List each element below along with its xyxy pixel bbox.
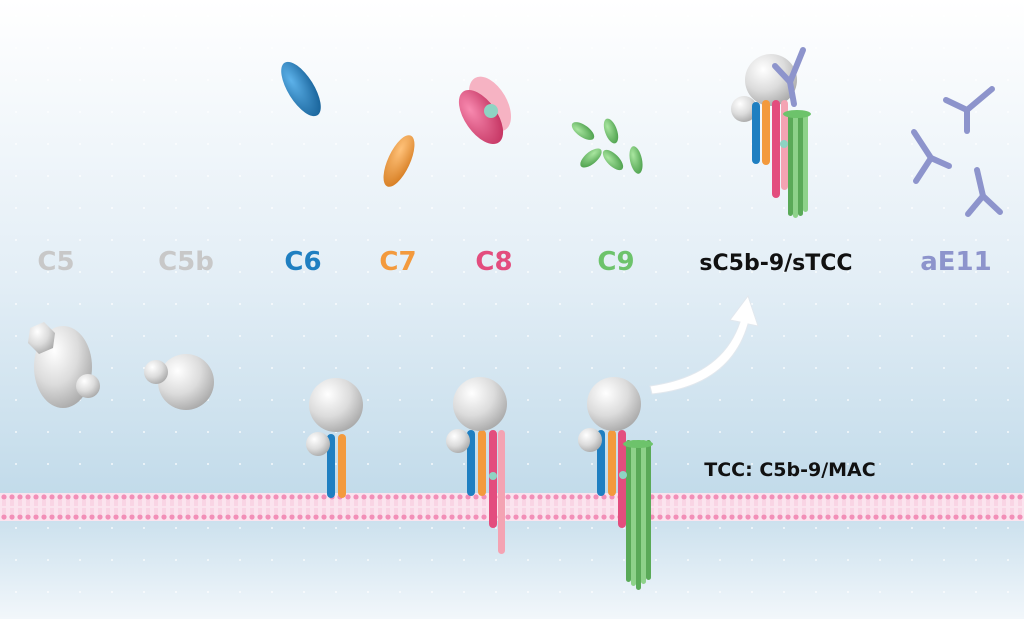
label-c9: C9 — [597, 247, 634, 277]
label-c6: C6 — [284, 247, 321, 277]
c5b-8-complex — [446, 377, 507, 554]
label-c5: C5 — [37, 247, 74, 277]
release-arrow — [649, 294, 759, 395]
ae11-antibody-3 — [965, 167, 1003, 217]
label-tcc: TCC: C5b-9/MAC — [704, 459, 875, 481]
c5b-7-complex — [306, 378, 363, 498]
label-c7: C7 — [379, 247, 416, 277]
ae11-antibody-2 — [911, 129, 952, 184]
label-c5b: C5b — [158, 247, 214, 277]
stcc-complex — [731, 54, 811, 218]
c6-protein — [281, 61, 321, 117]
c8-protein — [458, 76, 512, 145]
mac-complex — [578, 377, 653, 590]
label-stcc: sC5b-9/sTCC — [699, 251, 852, 276]
c9-proteins — [571, 118, 643, 174]
label-c8: C8 — [475, 247, 512, 277]
c5b-molecule — [144, 354, 214, 410]
c7-protein — [383, 135, 415, 187]
ae11-antibody-1 — [943, 86, 995, 134]
label-ae11: aE11 — [920, 247, 992, 277]
cell-membrane — [0, 493, 1024, 521]
c5-molecule — [28, 322, 100, 408]
ae11-antibody-bound — [772, 47, 806, 107]
